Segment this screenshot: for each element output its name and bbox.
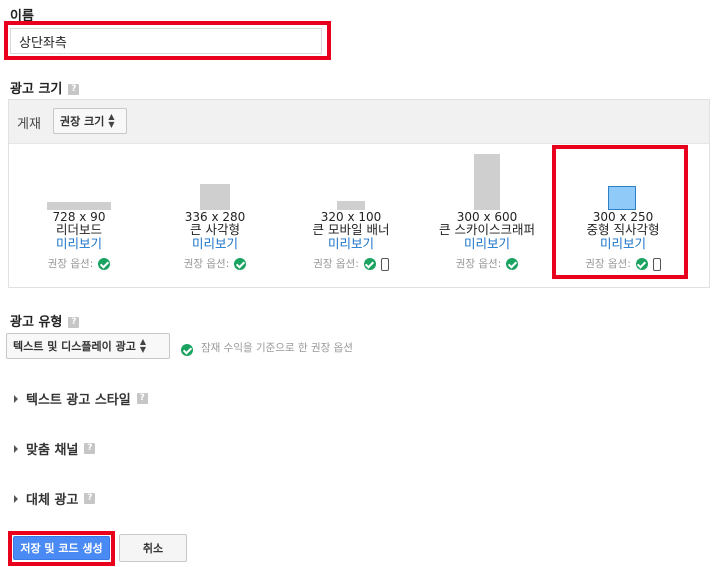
section-text-ad-style[interactable]: 텍스트 광고 스타일 ? [14, 389, 148, 408]
name-label: 이름 [10, 9, 34, 24]
check-icon [363, 258, 376, 270]
recommended-label: 권장 옵션: [183, 258, 230, 270]
mobile-icon [380, 257, 389, 271]
size-thumbnail-selected [608, 186, 636, 210]
section-label: 텍스트 광고 스타일 [26, 393, 131, 408]
check-icon [234, 258, 247, 270]
ad-type-select[interactable]: 텍스트 및 디스플레이 광고 ▲▼ [6, 333, 170, 359]
size-thumbnail [337, 201, 365, 210]
check-icon [98, 258, 111, 270]
check-icon [635, 258, 648, 270]
preview-link[interactable]: 미리보기 [327, 236, 374, 251]
help-icon[interactable]: ? [68, 84, 80, 95]
ad-size-header: 게재 권장 크기 ▲▼ [9, 100, 709, 144]
size-select[interactable]: 권장 크기 ▲▼ [53, 108, 127, 134]
ad-type-note: 잠재 수익을 기준으로 한 권장 옵션 [201, 342, 353, 354]
size-name: 리더보드 [55, 222, 102, 237]
preview-link[interactable]: 미리보기 [55, 236, 102, 251]
recommended-row: 권장 옵션: [555, 257, 691, 271]
help-icon[interactable]: ? [68, 317, 80, 328]
updown-icon: ▲▼ [139, 337, 146, 354]
ad-size-panel: 게재 권장 크기 ▲▼ 728 x 90 리더보드 미리보기 권장 옵션: 33… [8, 99, 710, 288]
size-dimension: 728 x 90 [52, 210, 106, 224]
section-label: 맞춤 채널 [26, 443, 79, 458]
recommended-row: 권장 옵션: [419, 257, 555, 271]
size-option-medium-rectangle[interactable]: 300 x 250 중형 직사각형 미리보기 권장 옵션: [555, 144, 691, 284]
size-option-leaderboard[interactable]: 728 x 90 리더보드 미리보기 권장 옵션: [11, 144, 147, 284]
triangle-right-icon [14, 394, 18, 403]
preview-link[interactable]: 미리보기 [599, 236, 646, 251]
size-name: 중형 직사각형 [586, 222, 660, 237]
mobile-icon [652, 257, 661, 271]
size-select-value: 권장 크기 [60, 115, 105, 128]
help-icon[interactable]: ? [136, 393, 148, 404]
size-name: 큰 사각형 [190, 222, 240, 237]
size-thumbnail [47, 202, 111, 210]
updown-icon: ▲▼ [108, 112, 115, 129]
ad-size-label-text: 광고 크기 [10, 82, 63, 97]
save-and-get-code-button[interactable]: 저장 및 코드 생성 [13, 536, 110, 560]
size-name: 큰 모바일 배너 [312, 222, 390, 237]
size-dimension: 300 x 250 [592, 210, 654, 224]
recommended-row: 권장 옵션: [283, 257, 419, 271]
triangle-right-icon [14, 444, 18, 453]
check-icon [181, 344, 193, 356]
recommended-label: 권장 옵션: [585, 258, 631, 270]
size-name: 큰 스카이스크래퍼 [439, 222, 535, 237]
triangle-right-icon [14, 494, 18, 503]
ad-type-label: 광고 유형? [10, 311, 80, 330]
ad-type-select-value: 텍스트 및 디스플레이 광고 [13, 340, 136, 353]
preview-link[interactable]: 미리보기 [463, 236, 510, 251]
section-label: 대체 광고 [26, 493, 79, 508]
ad-type-label-text: 광고 유형 [10, 315, 63, 330]
name-input[interactable] [10, 28, 322, 54]
preview-link[interactable]: 미리보기 [191, 236, 238, 251]
section-custom-channel[interactable]: 맞춤 채널 ? [14, 439, 96, 458]
ad-size-label: 광고 크기? [10, 78, 80, 97]
size-dimension: 336 x 280 [184, 210, 246, 224]
help-icon[interactable]: ? [84, 493, 96, 504]
cancel-button[interactable]: 취소 [119, 534, 187, 562]
size-option-large-rectangle[interactable]: 336 x 280 큰 사각형 미리보기 권장 옵션: [147, 144, 283, 284]
size-option-large-mobile-banner[interactable]: 320 x 100 큰 모바일 배너 미리보기 권장 옵션: [283, 144, 419, 284]
recommended-row: 권장 옵션: [11, 257, 147, 271]
recommended-row: 권장 옵션: [147, 257, 283, 271]
size-dimension: 320 x 100 [320, 210, 382, 224]
check-icon [506, 258, 519, 270]
recommended-label: 권장 옵션: [47, 258, 94, 270]
size-option-large-skyscraper[interactable]: 300 x 600 큰 스카이스크래퍼 미리보기 권장 옵션: [419, 144, 555, 284]
recommended-label: 권장 옵션: [455, 258, 502, 270]
size-thumbnail [200, 184, 230, 210]
section-backup-ads[interactable]: 대체 광고 ? [14, 489, 96, 508]
help-icon[interactable]: ? [84, 443, 96, 454]
size-dimension: 300 x 600 [456, 210, 518, 224]
display-label: 게재 [17, 117, 41, 132]
recommended-label: 권장 옵션: [313, 258, 359, 270]
size-thumbnail [474, 154, 500, 210]
